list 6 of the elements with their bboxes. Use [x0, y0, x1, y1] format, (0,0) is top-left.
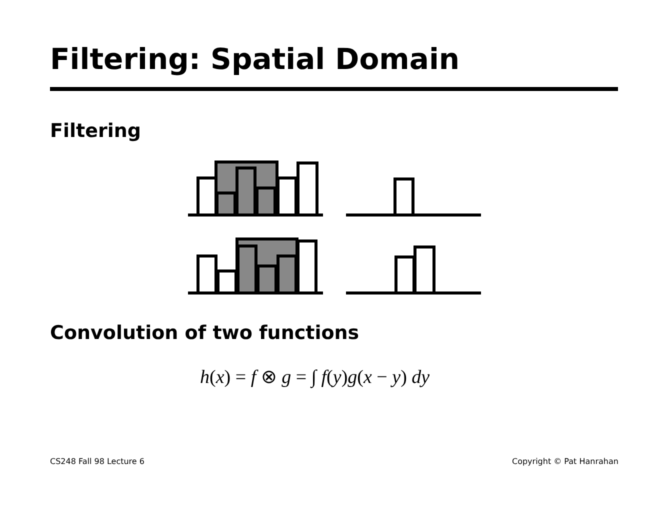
formula: h(x) = f ⊗ g = ∫ f(y)g(x − y) dy: [200, 366, 430, 389]
footer-text: Copyright © Pat Hanrahan: [512, 457, 618, 466]
section-heading: Convolution of two functions: [50, 322, 360, 344]
section-heading: Filtering: [50, 120, 141, 142]
slide-title: Filtering: Spatial Domain: [50, 42, 460, 76]
footer-text: CS248 Fall 98 Lecture 6: [50, 457, 144, 466]
